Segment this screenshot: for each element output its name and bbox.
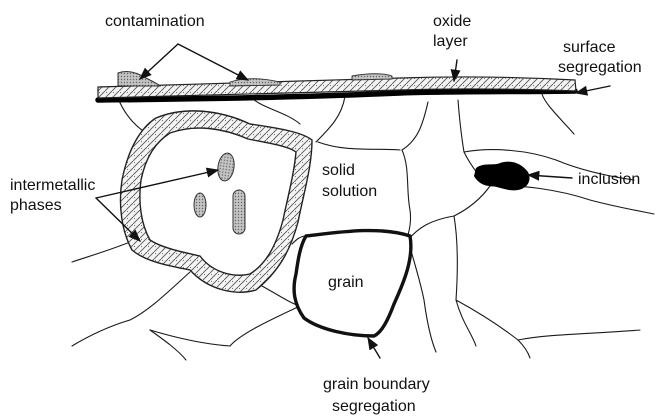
arrow-contamination-left — [140, 44, 178, 79]
label-oxide-layer-line2: layer — [433, 33, 468, 50]
intermetallic-particle — [216, 152, 236, 182]
label-grain-boundary-segregation-line2: segregation — [332, 398, 416, 415]
label-grain-boundary-segregation-line1: grain boundary — [323, 376, 430, 393]
arrow-grain-boundary-segregation — [368, 338, 380, 358]
label-contamination: contamination — [105, 13, 205, 30]
contamination-deposit — [352, 74, 392, 80]
contamination-deposit — [118, 72, 160, 86]
inclusion-particle — [474, 162, 530, 191]
arrow-surface-segregation — [576, 86, 610, 93]
contamination-deposit — [230, 79, 280, 86]
arrow-contamination-right — [178, 44, 248, 80]
labels: contamination oxide layer surface segreg… — [10, 13, 642, 415]
label-solid-solution-line1: solid — [322, 162, 355, 179]
label-intermetallic-phases-line1: intermetallic — [10, 177, 95, 194]
intermetallic-phase-zone — [120, 111, 312, 292]
label-solid-solution-line2: solution — [322, 183, 377, 200]
label-surface-segregation-line2: segregation — [558, 59, 642, 76]
arrow-inclusion — [528, 175, 572, 178]
label-intermetallic-phases-line2: phases — [10, 197, 62, 214]
label-inclusion: inclusion — [578, 171, 640, 188]
intermetallic-particle — [194, 193, 206, 217]
intermetallic-particle — [233, 190, 245, 234]
label-oxide-layer-line1: oxide — [433, 13, 471, 30]
label-grain: grain — [328, 274, 364, 291]
label-surface-segregation-line1: surface — [563, 39, 616, 56]
